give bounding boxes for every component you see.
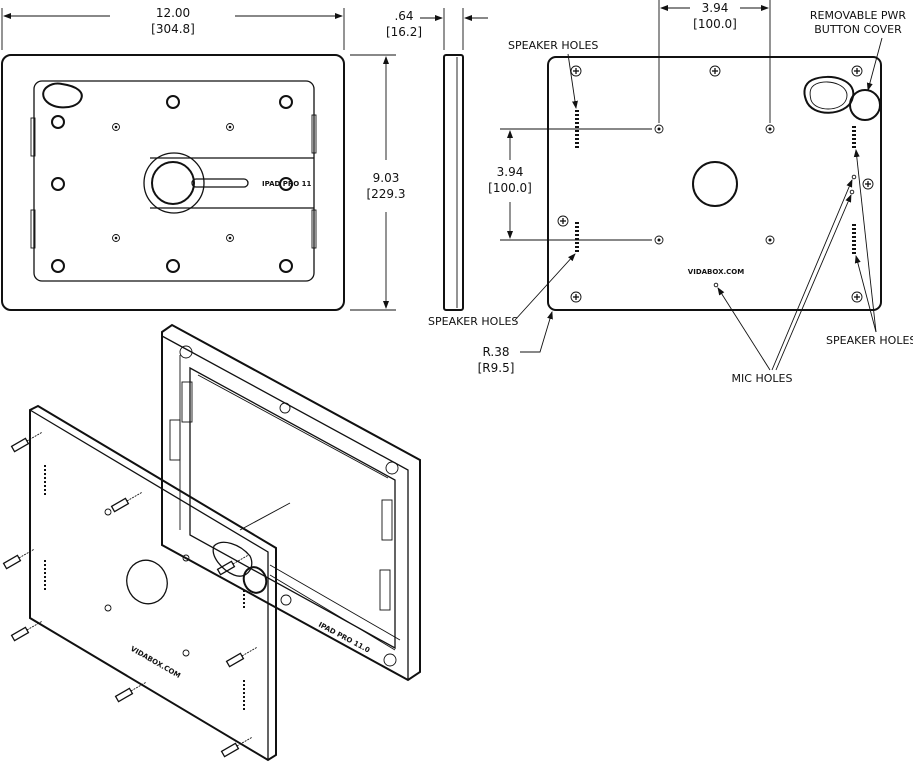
width-dim-mm: [304.8] — [151, 22, 195, 36]
mic-hole-2 — [849, 189, 855, 195]
iso-brand-label: VIDABOX.COM — [129, 645, 182, 680]
front-small-inserts — [112, 123, 234, 242]
height-dim-in: 9.03 — [373, 171, 400, 185]
removable-cover-leader — [866, 37, 883, 91]
left-notch-bottom — [30, 209, 36, 249]
back-center-hole — [692, 161, 738, 207]
back-teardrop-cutout — [803, 75, 855, 114]
center-slot — [191, 178, 249, 188]
front-inner-opening — [33, 80, 315, 282]
back-screws — [557, 65, 874, 303]
speaker-bottom-left-leader — [514, 253, 576, 321]
speaker-holes-left-bottom — [575, 222, 579, 252]
vspace-dim-mm: [100.0] — [488, 181, 532, 195]
radius-dim-in: R.38 — [483, 345, 510, 359]
speaker-right-leader-2 — [854, 255, 877, 333]
depth-dim-in: .64 — [394, 9, 413, 23]
front-view: IPAD PRO 11 12.00 [304.8] 9.03 [229.3 — [1, 6, 406, 311]
speaker-top-left-leader — [567, 53, 578, 109]
isometric-view: IPAD PRO 11.0 VIDABOX.COM — [2, 323, 421, 762]
depth-dim-mm: [16.2] — [386, 25, 422, 39]
center-keyhole-outer — [143, 152, 205, 214]
hspace-dim-mm: [100.0] — [693, 17, 737, 31]
speaker-right-leader-1 — [853, 149, 877, 333]
radius-dim-mm: [R9.5] — [478, 361, 515, 375]
center-keyhole — [151, 161, 195, 205]
iso-speaker-slots — [44, 465, 245, 710]
mic-leader-1 — [717, 287, 771, 371]
radius-leader — [520, 311, 553, 353]
back-plate — [547, 56, 882, 311]
speaker-holes-right-top — [852, 126, 856, 148]
power-button-cover — [849, 89, 881, 121]
mic-leader-3 — [775, 194, 852, 371]
front-outer-frame — [1, 54, 345, 311]
side-profile — [443, 54, 464, 311]
iso-model-label: IPAD PRO 11.0 — [317, 621, 371, 655]
speaker-holes-top-left-label: SPEAKER HOLES — [508, 39, 598, 52]
mic-hole-1 — [851, 174, 857, 180]
teardrop-cutout — [42, 82, 83, 109]
width-dim-in: 12.00 — [156, 6, 190, 20]
hspace-dim-in: 3.94 — [702, 1, 729, 15]
side-view: .64 [16.2] — [386, 8, 488, 311]
back-mount-holes — [654, 124, 775, 245]
removable-cover-label-2: BUTTON COVER — [814, 23, 902, 36]
front-mount-holes — [51, 95, 293, 273]
right-notch-bottom — [311, 209, 317, 249]
right-notch-top — [311, 114, 317, 154]
height-dim-mm: [229.3 — [366, 187, 405, 201]
left-notch-top — [30, 117, 36, 157]
speaker-holes-right-bottom — [852, 224, 856, 254]
center-channel — [150, 157, 314, 209]
front-model-label: IPAD PRO 11 — [262, 180, 312, 188]
mic-hole-3 — [713, 282, 719, 288]
iso-screws — [2, 431, 258, 758]
vspace-dim-in: 3.94 — [497, 165, 524, 179]
speaker-holes-left-top — [575, 110, 579, 148]
mic-leader-2 — [771, 179, 853, 371]
removable-cover-label-1: REMOVABLE PWR — [810, 9, 907, 22]
back-brand-label: VIDABOX.COM — [688, 268, 744, 276]
speaker-holes-right-label: SPEAKER HOLES — [826, 334, 913, 347]
iso-back-plate: VIDABOX.COM — [29, 404, 277, 762]
back-view: VIDABOX.COM 3.94 [100.0] 3.94 [100.0] RE… — [428, 0, 913, 385]
speaker-holes-bottom-left-label: SPEAKER HOLES — [428, 315, 518, 328]
mic-holes-label: MIC HOLES — [732, 372, 793, 385]
